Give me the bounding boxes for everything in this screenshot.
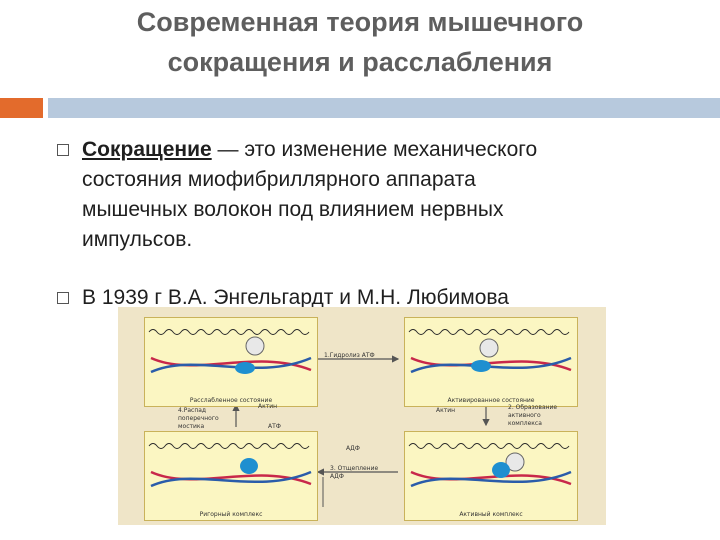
bullet1-line-3: мышечных волокон под влиянием нервных [82, 198, 504, 221]
step-2-label: 2. Образование активного комплекса [508, 404, 557, 428]
step-3-line-1: 3. Отщепление [330, 465, 379, 472]
step-1-label: 1.Гидролиз АТФ [324, 352, 375, 359]
panel-active-art [408, 443, 572, 488]
panel-relaxed: Расслабленное состояние [144, 317, 318, 407]
panel-rigor-label: Ригорный комплекс [199, 511, 263, 518]
step-2-line-2: активного [508, 412, 541, 419]
step-4-line-2: поперечного [178, 415, 219, 422]
bullet-paragraph-2: В 1939 г В.А. Энгельгардт и М.Н. Любимов… [82, 286, 509, 309]
diagram-graphics [232, 355, 490, 507]
accent-bar-blue [48, 98, 720, 118]
step-4-label: 4.Распад поперечного мостика [178, 407, 219, 431]
bullet-paragraph-1: Сокращение — это изменение механического… [82, 135, 692, 255]
crossbridge-cycle-diagram: Расслабленное состояние Активированное с… [118, 307, 606, 525]
adp-label: АДФ [346, 445, 360, 452]
panel-activated: Активированное состояние [404, 317, 578, 407]
step-4-line-3: мостика [178, 423, 205, 430]
step-2-line-3: комплекса [508, 420, 542, 427]
atp-label: АТФ [268, 423, 281, 430]
title-line-2: сокращения и расслабления [167, 47, 553, 77]
step-2-line-1: 2. Образование [508, 404, 558, 411]
step-3-line-2: АДФ [330, 473, 344, 480]
actin-label-right: Актин [436, 407, 456, 414]
term-contraction: Сокращение [82, 138, 212, 161]
bullet-square-icon [57, 144, 69, 156]
slide-title: Современная теория мышечного сокращения … [0, 2, 720, 82]
panel-activated-art [408, 329, 572, 374]
panel-rigor-art [148, 443, 312, 488]
panel-relaxed-art [148, 329, 312, 374]
panel-active: Активный комплекс [404, 431, 578, 521]
bullet1-line-2: состояния миофибриллярного аппарата [82, 168, 476, 191]
bullet1-line-4: импульсов. [82, 228, 193, 251]
panel-rigor: Ригорный комплекс [144, 431, 318, 521]
bullet-square-icon [57, 292, 69, 304]
actin-label-left: Актин [258, 403, 278, 410]
panel-activated-label: Активированное состояние [447, 397, 535, 404]
step-3-label: 3. Отщепление АДФ [330, 465, 378, 481]
title-line-1: Современная теория мышечного [136, 7, 584, 37]
panel-relaxed-label: Расслабленное состояние [189, 397, 273, 404]
panel-active-label: Активный комплекс [459, 511, 523, 518]
step-4-line-1: 4.Распад [178, 407, 207, 414]
bullet1-line1-rest: — это изменение механического [211, 138, 538, 161]
bullet1-line-1: Сокращение — это изменение механического [82, 135, 692, 165]
accent-bar-orange [0, 98, 43, 118]
